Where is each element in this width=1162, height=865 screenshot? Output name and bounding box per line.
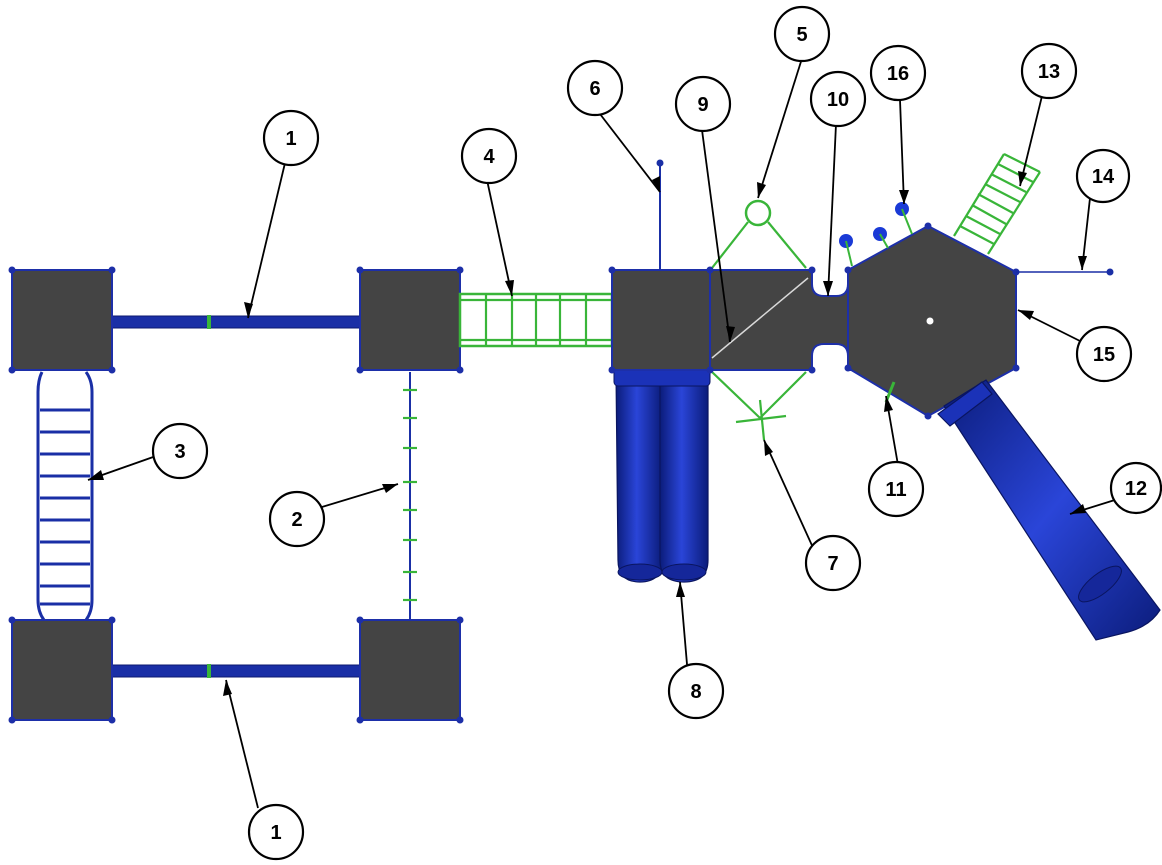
callout-1-top: 1 [262,109,320,167]
callout-label: 10 [827,89,849,111]
tube-slide [937,379,1161,641]
callout-label: 3 [174,441,185,463]
callout-7: 7 [804,534,862,592]
trapeze-ring [711,199,807,269]
side-ladder [36,371,94,621]
callout-label: 4 [483,146,495,168]
callout-1-bottom: 1 [247,803,305,861]
callout-8: 8 [667,662,725,720]
callout-label: 16 [887,63,909,85]
callout-label: 13 [1038,61,1060,83]
callout-6: 6 [566,59,624,117]
callout-label: 7 [827,553,838,575]
corner-deck [11,269,113,371]
callout-2: 2 [268,490,326,548]
swing-frame [8,266,464,724]
beam-clamp [207,315,211,329]
deck-diagonal-mark [711,277,809,359]
beam-clamp [207,664,211,678]
swing-hardware [711,371,807,441]
callout-16: 16 [869,44,927,102]
swing-beam-bottom [107,664,365,678]
callout-label: 8 [690,681,701,703]
handle-knobs [839,202,913,267]
arrowheads [88,171,1087,696]
callout-9: 9 [674,75,732,133]
callout-10: 10 [809,70,867,128]
corner-deck [11,619,113,721]
corner-deck [359,619,461,721]
callout-13: 13 [1020,42,1078,100]
tower-deck [611,269,711,371]
callout-5: 5 [773,5,831,63]
callout-label: 1 [270,822,281,844]
callout-label: 5 [796,24,807,46]
double-slide [613,367,711,583]
rope-ladder [403,372,417,620]
swing-beam-top [107,315,365,329]
callout-label: 6 [589,78,600,100]
bridge [458,292,614,348]
main-tower [608,153,1161,641]
callout-label: 12 [1125,478,1147,500]
callout-label: 15 [1093,344,1115,366]
callout-4: 4 [460,127,518,185]
leader-lines [87,51,1135,809]
callout-label: 2 [291,509,302,531]
callout-3: 3 [151,422,209,480]
callout-label: 1 [285,128,296,150]
connector-deck [709,269,871,371]
callout-label: 14 [1092,166,1115,188]
corner-deck [359,269,461,371]
callout-11: 11 [867,460,925,518]
corner-posts [8,266,464,724]
callout-label: 11 [885,479,906,501]
callout-14: 14 [1075,148,1131,204]
callout-label: 9 [697,94,708,116]
callout-12: 12 [1109,461,1162,515]
climbing-ladder [953,153,1041,255]
deck-center-dot [926,317,934,325]
callout-15: 15 [1075,325,1133,383]
